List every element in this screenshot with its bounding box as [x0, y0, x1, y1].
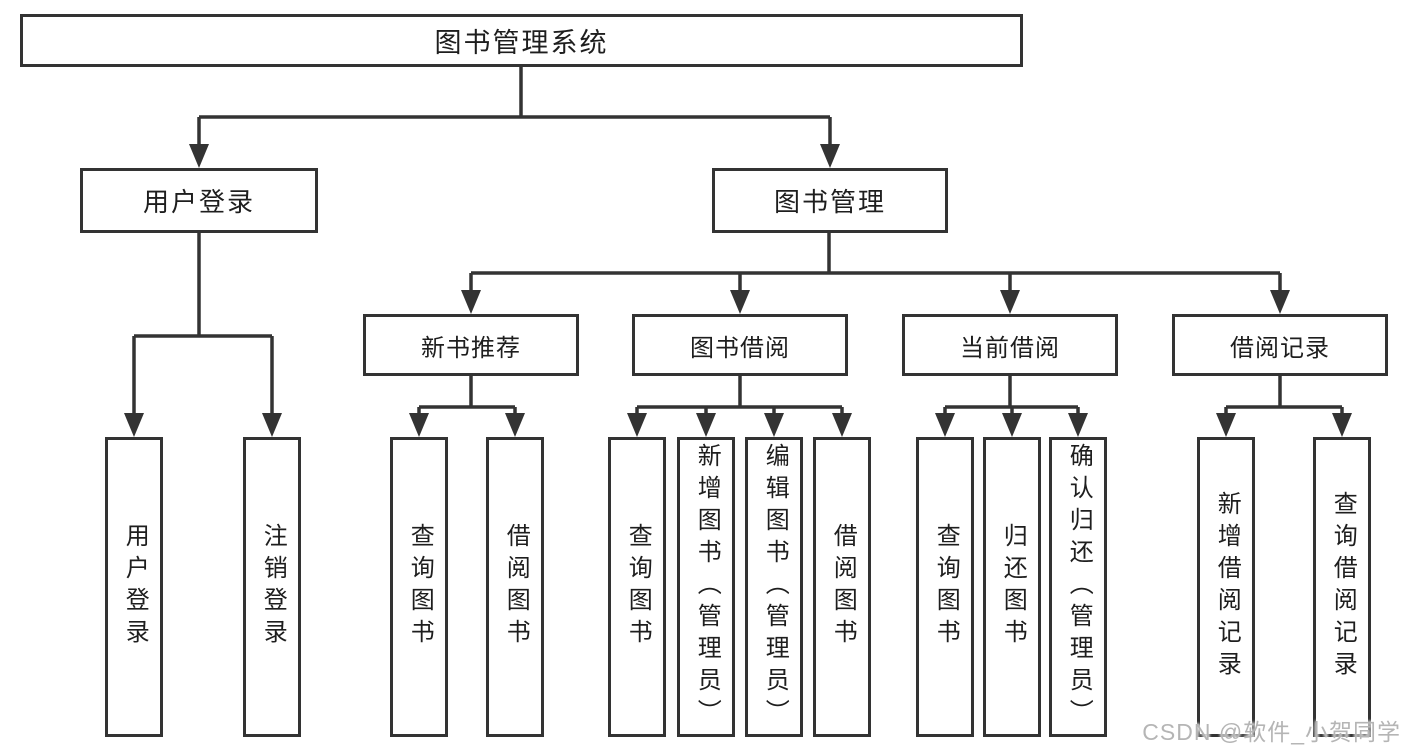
node-label: 查询图书	[624, 523, 652, 651]
arrow-down-icon	[832, 413, 852, 437]
csdn-watermark: CSDN @软件_小贺同学	[1142, 719, 1401, 745]
connector-borrowing-records	[1224, 376, 1344, 417]
node-leaf-borrow-books: 借阅图书	[813, 437, 871, 737]
node-label: 借阅记录	[1230, 334, 1330, 362]
connector-current-borrowing	[943, 376, 1080, 417]
node-leaf-query-books-recommend: 查询图书	[390, 437, 448, 737]
node-current-borrowing: 当前借阅	[902, 314, 1118, 376]
node-label: 编辑图书（管理员）	[761, 443, 789, 731]
node-label: 新增借阅记录	[1213, 491, 1241, 683]
node-leaf-borrow-books-recommend: 借阅图书	[486, 437, 544, 737]
connector-user-login	[132, 233, 274, 417]
arrow-down-icon	[1002, 413, 1022, 437]
connector-new-book-recommendation	[417, 376, 517, 417]
arrow-down-icon	[409, 413, 429, 437]
connector-book-borrowing	[635, 376, 844, 417]
node-leaf-add-books-admin: 新增图书（管理员）	[677, 437, 735, 737]
node-label: 用户登录	[121, 523, 149, 651]
node-label: 当前借阅	[960, 334, 1060, 362]
node-leaf-add-borrow-record: 新增借阅记录	[1197, 437, 1255, 737]
node-book-management: 图书管理	[712, 168, 948, 233]
node-leaf-query-books-current: 查询图书	[916, 437, 974, 737]
node-library-management-system: 图书管理系统	[20, 14, 1023, 67]
node-label: 查询借阅记录	[1329, 491, 1357, 683]
arrowhead-group	[124, 144, 1352, 437]
connector-root	[197, 67, 832, 148]
node-label: 图书管理	[773, 187, 886, 217]
node-leaf-user-login: 用户登录	[105, 437, 163, 737]
arrow-down-icon	[1270, 290, 1290, 314]
node-label: 注销登录	[259, 523, 287, 651]
node-leaf-confirm-return-admin: 确认归还（管理员）	[1049, 437, 1107, 737]
arrow-down-icon	[820, 144, 840, 168]
arrow-down-icon	[1000, 290, 1020, 314]
node-label: 图书管理系统	[434, 28, 609, 58]
arrow-down-icon	[1068, 413, 1088, 437]
arrow-down-icon	[935, 413, 955, 437]
node-leaf-edit-books-admin: 编辑图书（管理员）	[745, 437, 803, 737]
node-label: 确认归还（管理员）	[1065, 443, 1093, 731]
node-borrowing-records: 借阅记录	[1172, 314, 1388, 376]
node-label: 归还图书	[999, 523, 1027, 651]
arrow-down-icon	[124, 413, 144, 437]
arrow-down-icon	[1332, 413, 1352, 437]
arrow-down-icon	[505, 413, 525, 437]
node-label: 借阅图书	[502, 523, 530, 651]
arrow-down-icon	[262, 413, 282, 437]
node-label: 图书借阅	[690, 334, 790, 362]
node-label: 新书推荐	[421, 334, 521, 362]
node-new-book-recommendation: 新书推荐	[363, 314, 579, 376]
node-label: 新增图书（管理员）	[693, 443, 721, 731]
arrow-down-icon	[730, 290, 750, 314]
connector-book-management	[469, 233, 1282, 294]
node-leaf-query-books-borrow: 查询图书	[608, 437, 666, 737]
arrow-down-icon	[696, 413, 716, 437]
arrow-down-icon	[461, 290, 481, 314]
arrow-down-icon	[764, 413, 784, 437]
node-book-borrowing: 图书借阅	[632, 314, 848, 376]
arrow-down-icon	[189, 144, 209, 168]
arrow-down-icon	[627, 413, 647, 437]
node-label: 用户登录	[142, 187, 255, 217]
node-leaf-query-borrow-record: 查询借阅记录	[1313, 437, 1371, 737]
arrow-down-icon	[1216, 413, 1236, 437]
node-leaf-return-books: 归还图书	[983, 437, 1041, 737]
node-user-login: 用户登录	[80, 168, 318, 233]
node-leaf-logout: 注销登录	[243, 437, 301, 737]
node-label: 查询图书	[406, 523, 434, 651]
node-label: 查询图书	[932, 523, 960, 651]
node-label: 借阅图书	[829, 523, 857, 651]
